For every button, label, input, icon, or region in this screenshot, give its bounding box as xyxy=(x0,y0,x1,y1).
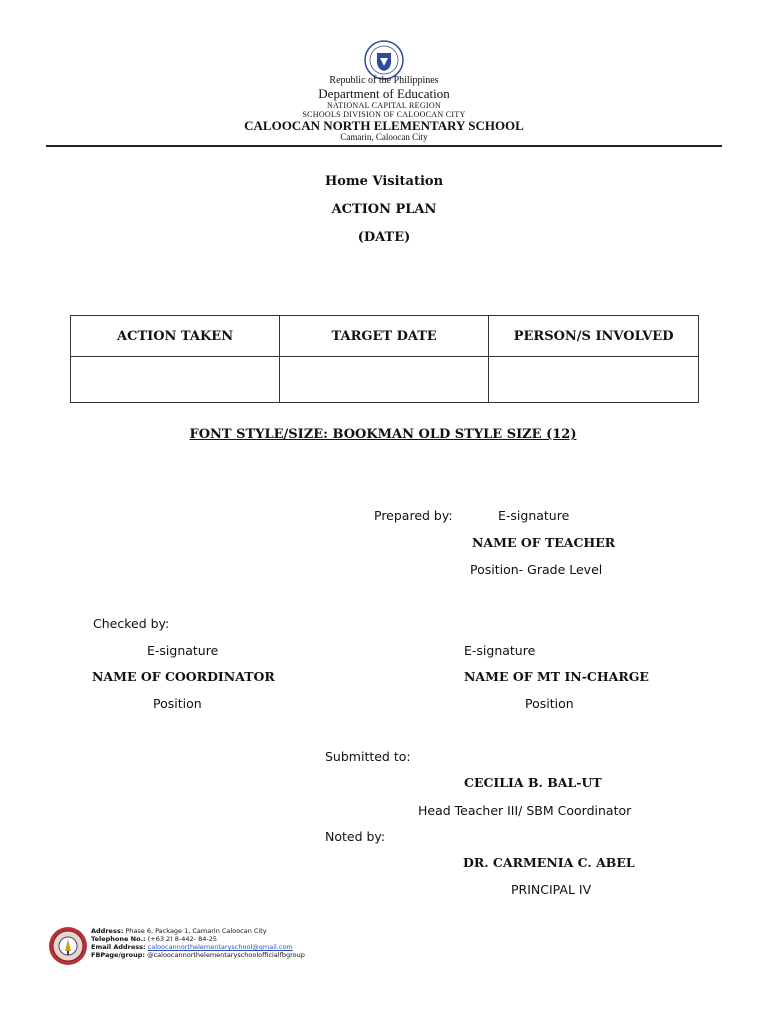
head-teacher-name: CECILIA B. BAL-UT xyxy=(464,775,602,790)
coordinator-name: NAME OF COORDINATOR xyxy=(92,669,275,684)
region-line: National Capital Region xyxy=(326,101,442,110)
cell-target-date[interactable] xyxy=(279,356,490,403)
principal-name: DR. CARMENIA C. ABEL xyxy=(463,855,635,870)
prepared-esignature: E-signature xyxy=(498,508,570,523)
coordinator-position: Position xyxy=(153,696,202,711)
division-line: Schools Division of Caloocan City xyxy=(302,110,466,119)
teacher-position: Position- Grade Level xyxy=(470,562,603,577)
mt-position: Position xyxy=(525,696,574,711)
noted-by-label: Noted by: xyxy=(325,829,386,844)
cell-persons-involved[interactable] xyxy=(488,356,699,403)
checked-by-label: Checked by: xyxy=(93,616,170,631)
footer-address: Address: Phase 6, Package 1, Camarin Cal… xyxy=(91,927,267,935)
header-divider xyxy=(46,145,722,147)
school-name: CALOOCAN NORTH ELEMENTARY SCHOOL xyxy=(244,118,524,133)
head-teacher-position: Head Teacher III/ SBM Coordinator xyxy=(418,803,632,818)
email-link[interactable]: caloocannorthelementaryschool@gmail.com xyxy=(147,943,293,951)
coordinator-esignature: E-signature xyxy=(147,643,219,658)
title-action-plan: ACTION PLAN xyxy=(331,202,437,217)
table-row xyxy=(69,356,699,403)
submitted-to-label: Submitted to: xyxy=(325,749,411,764)
mt-esignature: E-signature xyxy=(464,643,536,658)
col-persons-involved: PERSON/S INVOLVED xyxy=(488,315,699,357)
cell-action-taken[interactable] xyxy=(69,356,281,403)
school-logo-icon xyxy=(49,927,87,965)
school-location: Camarin, Caloocan City xyxy=(340,132,428,142)
footer-email: Email Address: caloocannorthelementarysc… xyxy=(91,943,293,951)
title-home-visitation: Home Visitation xyxy=(324,174,444,189)
footer-telephone: Telephone No.: (+63 2) 8-442- 84-25 xyxy=(91,935,217,943)
mt-name: NAME OF MT IN-CHARGE xyxy=(464,669,649,684)
table-header-row: ACTION TAKEN TARGET DATE PERSON/S INVOLV… xyxy=(69,315,699,357)
republic-line: Republic of the Philippines xyxy=(329,75,439,86)
font-style-note: FONT STYLE/SIZE: BOOKMAN OLD STYLE SIZE … xyxy=(189,427,577,442)
action-plan-table: ACTION TAKEN TARGET DATE PERSON/S INVOLV… xyxy=(69,315,699,403)
deped-seal-icon xyxy=(364,40,404,80)
title-date: (DATE) xyxy=(357,230,411,245)
teacher-name: NAME OF TEACHER xyxy=(472,535,616,550)
principal-position: PRINCIPAL IV xyxy=(511,882,592,897)
col-action-taken: ACTION TAKEN xyxy=(69,315,281,357)
prepared-by-label: Prepared by: xyxy=(374,508,453,523)
col-target-date: TARGET DATE xyxy=(279,315,490,357)
department-line: Department of Education xyxy=(318,86,450,101)
footer-fb: FBPage/group: @caloocannorthelementarysc… xyxy=(91,951,305,959)
